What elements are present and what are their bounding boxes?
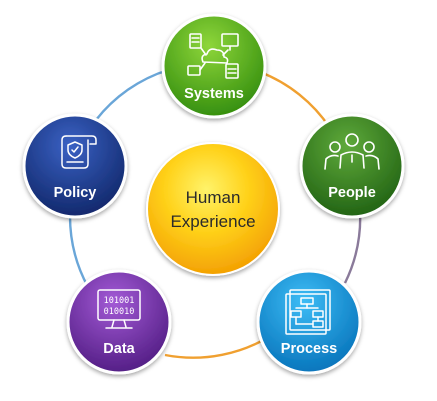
- node-data: 101001 010010 Data: [66, 269, 172, 375]
- connector-process-data: [164, 332, 276, 359]
- node-systems: Systems: [161, 13, 267, 119]
- node-process: Process: [256, 269, 362, 375]
- policy-scroll-icon: [61, 135, 97, 169]
- connector-data-policy: [68, 215, 90, 288]
- connector-policy-systems: [95, 68, 169, 121]
- flowchart-icon: [285, 289, 331, 335]
- node-policy: Policy: [22, 113, 128, 219]
- svg-text:101001: 101001: [104, 296, 135, 306]
- people-group-icon: [324, 133, 380, 170]
- svg-text:010010: 010010: [104, 307, 135, 317]
- node-label-process: Process: [281, 341, 337, 357]
- node-label-data: Data: [103, 341, 135, 357]
- node-people: People: [299, 113, 405, 219]
- node-label-systems: Systems: [184, 86, 244, 102]
- connector-people-process: [343, 209, 362, 284]
- binary-monitor-icon: 101001 010010: [97, 289, 141, 329]
- center-node: Human Experience: [146, 142, 280, 276]
- node-label-policy: Policy: [54, 185, 97, 201]
- center-label-line1: Human: [186, 188, 241, 207]
- center-label-line2: Experience: [170, 212, 255, 231]
- node-label-people: People: [328, 185, 376, 201]
- connector-systems-people: [259, 70, 331, 129]
- cloud-network-icon: [187, 33, 239, 79]
